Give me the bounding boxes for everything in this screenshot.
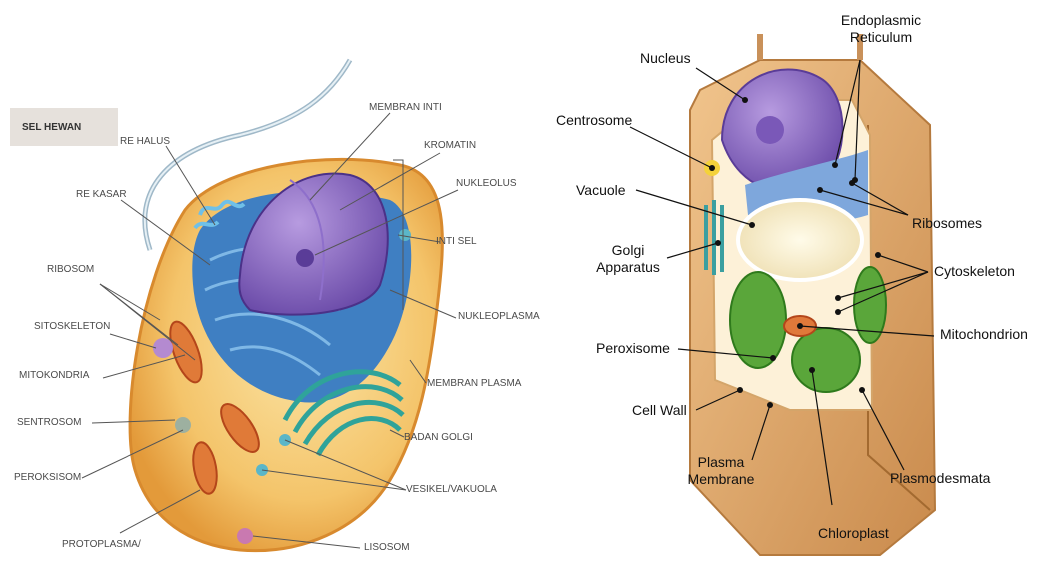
nucleolus-shape — [296, 249, 314, 267]
peroxisome-dot — [175, 417, 191, 433]
label-re-halus: RE HALUS — [120, 136, 170, 147]
label-plasma-line2: Membrane — [684, 471, 758, 488]
label-mitokondria: MITOKONDRIA — [19, 370, 89, 381]
label-plasma-membrane: Plasma Membrane — [684, 454, 758, 488]
label-inti-sel: INTI SEL — [436, 236, 477, 247]
label-vacuole: Vacuole — [576, 182, 626, 199]
label-plasmodesmata: Plasmodesmata — [890, 470, 990, 487]
vacuole-shape — [738, 200, 862, 280]
label-protoplasma: PROTOPLASMA/ — [62, 539, 141, 550]
label-cytoskeleton: Cytoskeleton — [934, 263, 1015, 280]
label-golgi-line2: Apparatus — [593, 259, 663, 276]
label-centrosome: Centrosome — [556, 112, 632, 129]
label-membran-inti: MEMBRAN INTI — [369, 102, 442, 113]
label-sentrosom: SENTROSOM — [17, 417, 81, 428]
label-nukleolus: NUKLEOLUS — [456, 178, 517, 189]
label-badan-golgi: BADAN GOLGI — [404, 432, 473, 443]
animal-cell-header: SEL HEWAN — [10, 108, 118, 146]
animal-cell-illustration — [82, 60, 458, 551]
label-golgi-apparatus: Golgi Apparatus — [593, 242, 663, 276]
label-mitochondrion: Mitochondrion — [940, 326, 1028, 343]
label-nukleoplasma: NUKLEOPLASMA — [458, 311, 540, 322]
label-sitoskeleton: SITOSKELETON — [34, 321, 110, 332]
label-peroksisom: PEROKSISOM — [14, 472, 81, 483]
label-golgi-line1: Golgi — [593, 242, 663, 259]
label-plasma-line1: Plasma — [684, 454, 758, 471]
label-lisosom: LISOSOM — [364, 542, 410, 553]
lysosome-dot — [237, 528, 253, 544]
label-ribosomes: Ribosomes — [912, 215, 982, 232]
label-vesikel-vakuola: VESIKEL/VAKUOLA — [406, 484, 497, 495]
label-nucleus: Nucleus — [640, 50, 691, 67]
label-kromatin: KROMATIN — [424, 140, 476, 151]
label-endoplasmic-reticulum: Endoplasmic Reticulum — [838, 12, 924, 46]
label-cell-wall: Cell Wall — [632, 402, 687, 419]
label-peroxisome: Peroxisome — [596, 340, 670, 357]
label-endoplasmic-line1: Endoplasmic — [838, 12, 924, 29]
label-chloroplast: Chloroplast — [818, 525, 889, 542]
label-re-kasar: RE KASAR — [76, 189, 127, 200]
label-membran-plasma: MEMBRAN PLASMA — [427, 378, 521, 389]
label-ribosom: RIBOSOM — [47, 264, 94, 275]
label-endoplasmic-line2: Reticulum — [838, 29, 924, 46]
